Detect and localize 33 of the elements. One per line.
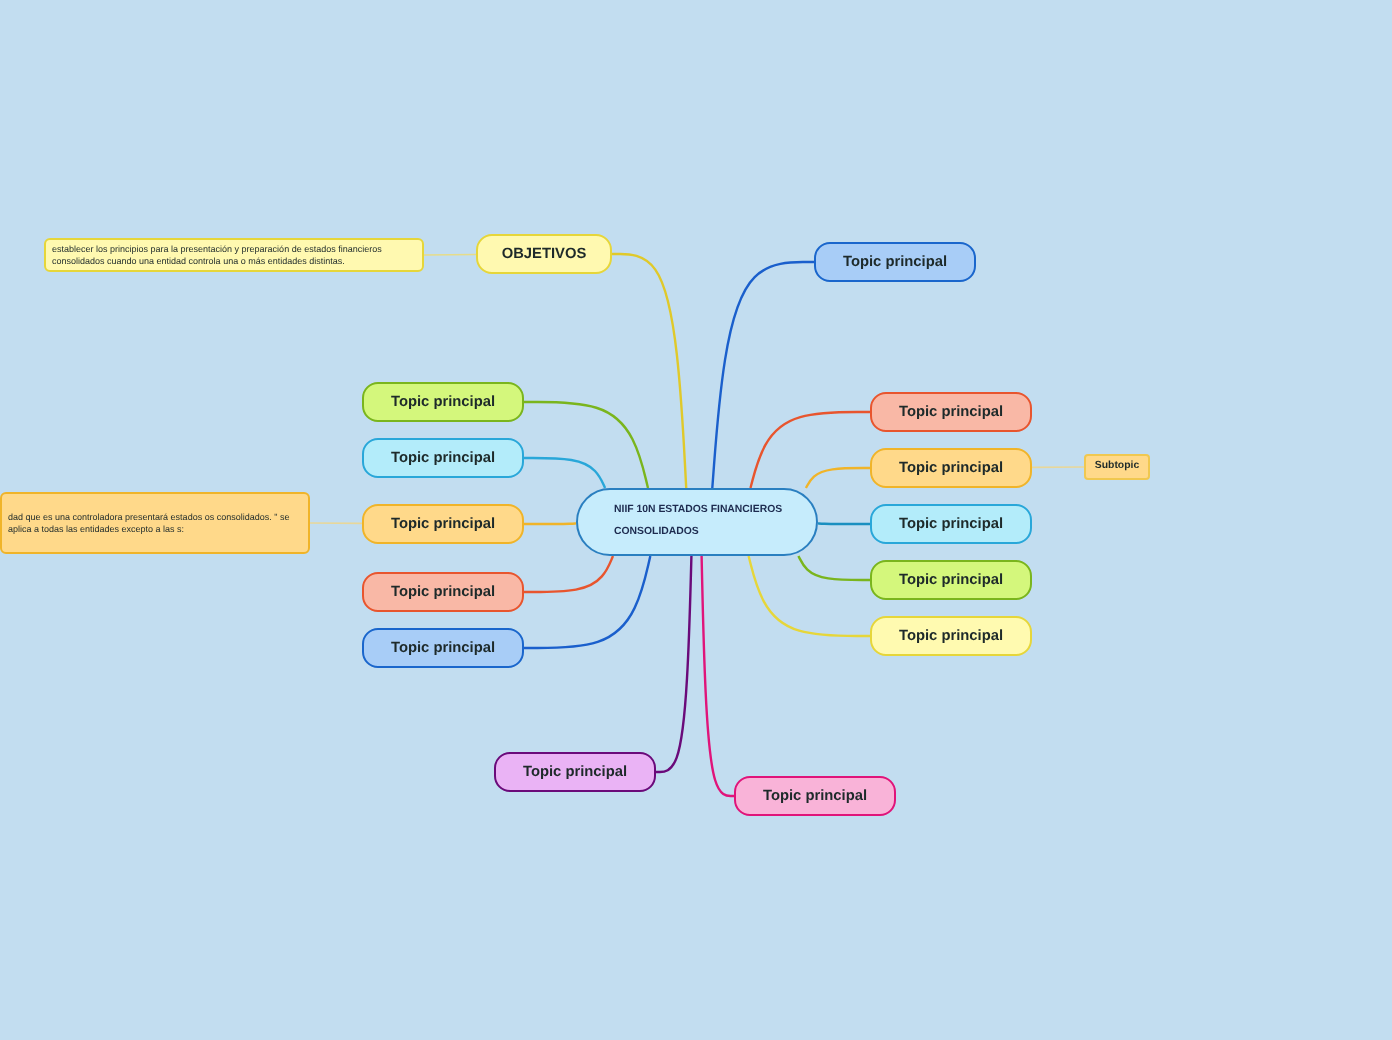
- topic-box: [814, 242, 976, 282]
- note-box: [0, 492, 310, 554]
- topic-box: [362, 438, 524, 478]
- topic-box: [362, 628, 524, 668]
- subtopic-box: [1084, 454, 1150, 480]
- connector-line: [423, 253, 477, 256]
- topic-box: [476, 234, 612, 274]
- branch-line: [817, 522, 870, 526]
- topic-box: [870, 560, 1032, 600]
- branch-line: [524, 522, 577, 526]
- topic-box: [870, 448, 1032, 488]
- topic-box: [362, 572, 524, 612]
- topic-box: [870, 616, 1032, 656]
- branch-line: [747, 555, 870, 638]
- topic-box: [362, 382, 524, 422]
- topic-box: [494, 752, 656, 792]
- branch-line: [524, 555, 615, 594]
- topic-box: [870, 504, 1032, 544]
- note-box: [44, 238, 424, 272]
- topic-box: [870, 392, 1032, 432]
- branch-line: [524, 555, 652, 650]
- branch-line: [612, 252, 688, 489]
- topic-box: [734, 776, 896, 816]
- topic-box: [362, 504, 524, 544]
- connector-line: [309, 522, 363, 525]
- branch-line: [749, 410, 870, 489]
- central-topic: [576, 488, 818, 556]
- branch-line: [797, 555, 870, 582]
- branch-line: [711, 260, 814, 489]
- connector-line: [1031, 466, 1085, 469]
- branch-line: [804, 466, 870, 489]
- branch-line: [524, 400, 650, 489]
- branch-line: [524, 456, 607, 489]
